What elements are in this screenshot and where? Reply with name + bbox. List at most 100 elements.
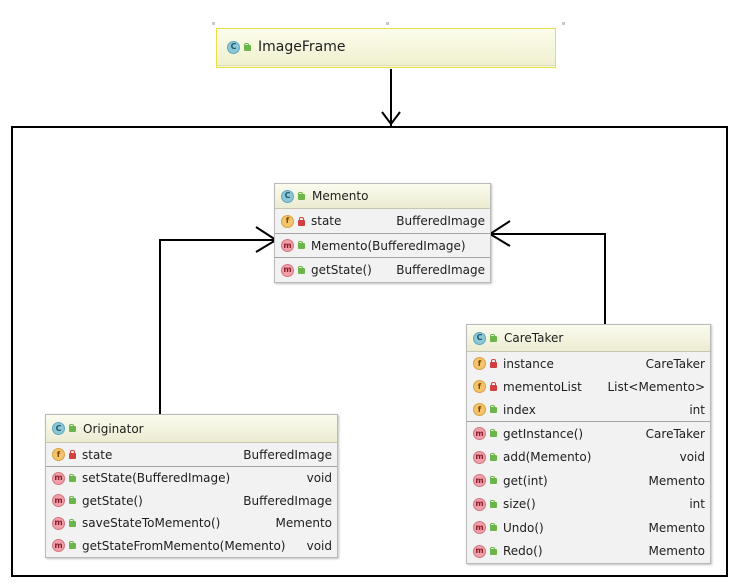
- method-type: CareTaker: [645, 426, 705, 441]
- method-type: Memento: [648, 473, 705, 488]
- caretaker-to-memento-link: [490, 233, 606, 324]
- public-icon: [243, 42, 252, 52]
- method-icon: m: [52, 516, 65, 530]
- field-type: BufferedImage: [396, 214, 485, 228]
- public-icon: [68, 473, 77, 483]
- method-row[interactable]: m get(int) Memento: [467, 469, 710, 493]
- public-icon: [489, 523, 498, 532]
- field-name: instance: [503, 356, 554, 371]
- field-icon: f: [473, 357, 486, 370]
- class-name: Memento: [312, 189, 369, 203]
- method-type: Memento: [648, 520, 705, 535]
- public-icon: [68, 496, 77, 505]
- field-row[interactable]: f mementoList List<Memento>: [467, 375, 710, 398]
- method-row[interactable]: m Undo() Memento: [467, 516, 710, 540]
- field-row[interactable]: f state BufferedImage: [275, 209, 490, 233]
- private-icon: [297, 216, 306, 226]
- caretaker-class[interactable]: C CareTaker f instance CareTaker f memen…: [466, 324, 711, 564]
- method-name: getStateFromMemento(Memento): [82, 538, 286, 553]
- method-icon: m: [281, 263, 294, 277]
- method-row[interactable]: m add(Memento) void: [467, 446, 710, 470]
- field-type: CareTaker: [645, 356, 705, 371]
- field-name: state: [311, 214, 342, 228]
- field-row[interactable]: f index int: [467, 398, 710, 421]
- memento-class[interactable]: C Memento f state BufferedImage m Mement…: [274, 183, 491, 283]
- fields-section: f state BufferedImage: [46, 443, 337, 467]
- method-type: Memento: [275, 516, 332, 531]
- memento-header[interactable]: C Memento: [275, 184, 490, 209]
- method-icon: m: [473, 474, 486, 488]
- field-icon: f: [281, 214, 294, 228]
- method-name: Redo(): [503, 544, 543, 559]
- public-icon: [489, 476, 498, 485]
- method-name: setState(BufferedImage): [82, 471, 231, 486]
- public-icon: [489, 499, 498, 509]
- field-type: int: [689, 402, 705, 417]
- public-icon: [489, 405, 498, 414]
- method-row[interactable]: m size() int: [467, 493, 710, 517]
- public-icon: [489, 429, 498, 438]
- method-row[interactable]: m Memento(BufferedImage): [275, 234, 490, 257]
- method-icon: m: [473, 450, 486, 464]
- selection-handle[interactable]: [562, 22, 565, 25]
- originator-class[interactable]: C Originator f state BufferedImage m set…: [45, 414, 338, 558]
- method-row[interactable]: m setState(BufferedImage) void: [46, 467, 337, 490]
- method-icon: m: [473, 497, 486, 511]
- method-name: getInstance(): [503, 426, 584, 441]
- method-row[interactable]: m getState() BufferedImage: [46, 490, 337, 513]
- method-icon: m: [52, 471, 65, 485]
- private-icon: [489, 382, 498, 391]
- method-name: getState(): [311, 263, 372, 277]
- field-icon: f: [473, 403, 486, 416]
- field-row[interactable]: f state BufferedImage: [46, 443, 337, 466]
- public-icon: [489, 546, 498, 556]
- private-icon: [489, 359, 498, 368]
- class-icon: C: [52, 422, 65, 435]
- methods-section: m getInstance() CareTaker m add(Memento)…: [467, 422, 710, 563]
- method-type: void: [306, 538, 332, 553]
- originator-to-memento-link: [159, 239, 276, 414]
- public-icon: [297, 241, 306, 250]
- method-row[interactable]: m getState() BufferedImage: [275, 258, 490, 282]
- class-name: Originator: [83, 421, 144, 436]
- method-icon: m: [52, 494, 65, 508]
- methods-section: m setState(BufferedImage) void m getStat…: [46, 467, 337, 557]
- class-icon: C: [281, 189, 294, 203]
- method-name: saveStateToMemento(): [82, 516, 221, 531]
- field-name: mementoList: [503, 379, 582, 394]
- methods-section: m getState() BufferedImage: [275, 258, 490, 282]
- originator-header[interactable]: C Originator: [46, 415, 337, 443]
- constructors-section: m Memento(BufferedImage): [275, 234, 490, 258]
- method-icon: m: [473, 427, 486, 441]
- public-icon: [68, 518, 77, 528]
- imageframe-header[interactable]: C ImageFrame: [217, 29, 555, 66]
- method-type: int: [689, 497, 705, 512]
- imageframe-link-arrowhead: [381, 111, 401, 126]
- field-icon: f: [473, 380, 486, 393]
- method-name: Memento(BufferedImage): [311, 238, 466, 253]
- method-row[interactable]: m getInstance() CareTaker: [467, 422, 710, 446]
- class-icon: C: [473, 331, 486, 345]
- method-type: BufferedImage: [243, 493, 332, 508]
- method-row[interactable]: m Redo() Memento: [467, 540, 710, 564]
- public-icon: [297, 265, 306, 275]
- class-name: CareTaker: [504, 331, 564, 345]
- field-icon: f: [52, 448, 65, 461]
- container-frame: [11, 126, 728, 577]
- method-row[interactable]: m getStateFromMemento(Memento) void: [46, 535, 337, 558]
- method-row[interactable]: m saveStateToMemento() Memento: [46, 512, 337, 535]
- selection-handle[interactable]: [386, 22, 389, 25]
- caretaker-header[interactable]: C CareTaker: [467, 325, 710, 352]
- public-icon: [68, 541, 77, 550]
- imageframe-class[interactable]: C ImageFrame: [216, 28, 556, 68]
- field-row[interactable]: f instance CareTaker: [467, 352, 710, 375]
- class-icon: C: [227, 40, 240, 54]
- method-name: size(): [503, 497, 536, 512]
- field-name: state: [82, 447, 113, 462]
- method-name: get(int): [503, 473, 548, 488]
- selection-handle[interactable]: [212, 22, 215, 25]
- public-icon: [489, 452, 498, 462]
- field-name: index: [503, 402, 536, 417]
- public-icon: [68, 424, 77, 433]
